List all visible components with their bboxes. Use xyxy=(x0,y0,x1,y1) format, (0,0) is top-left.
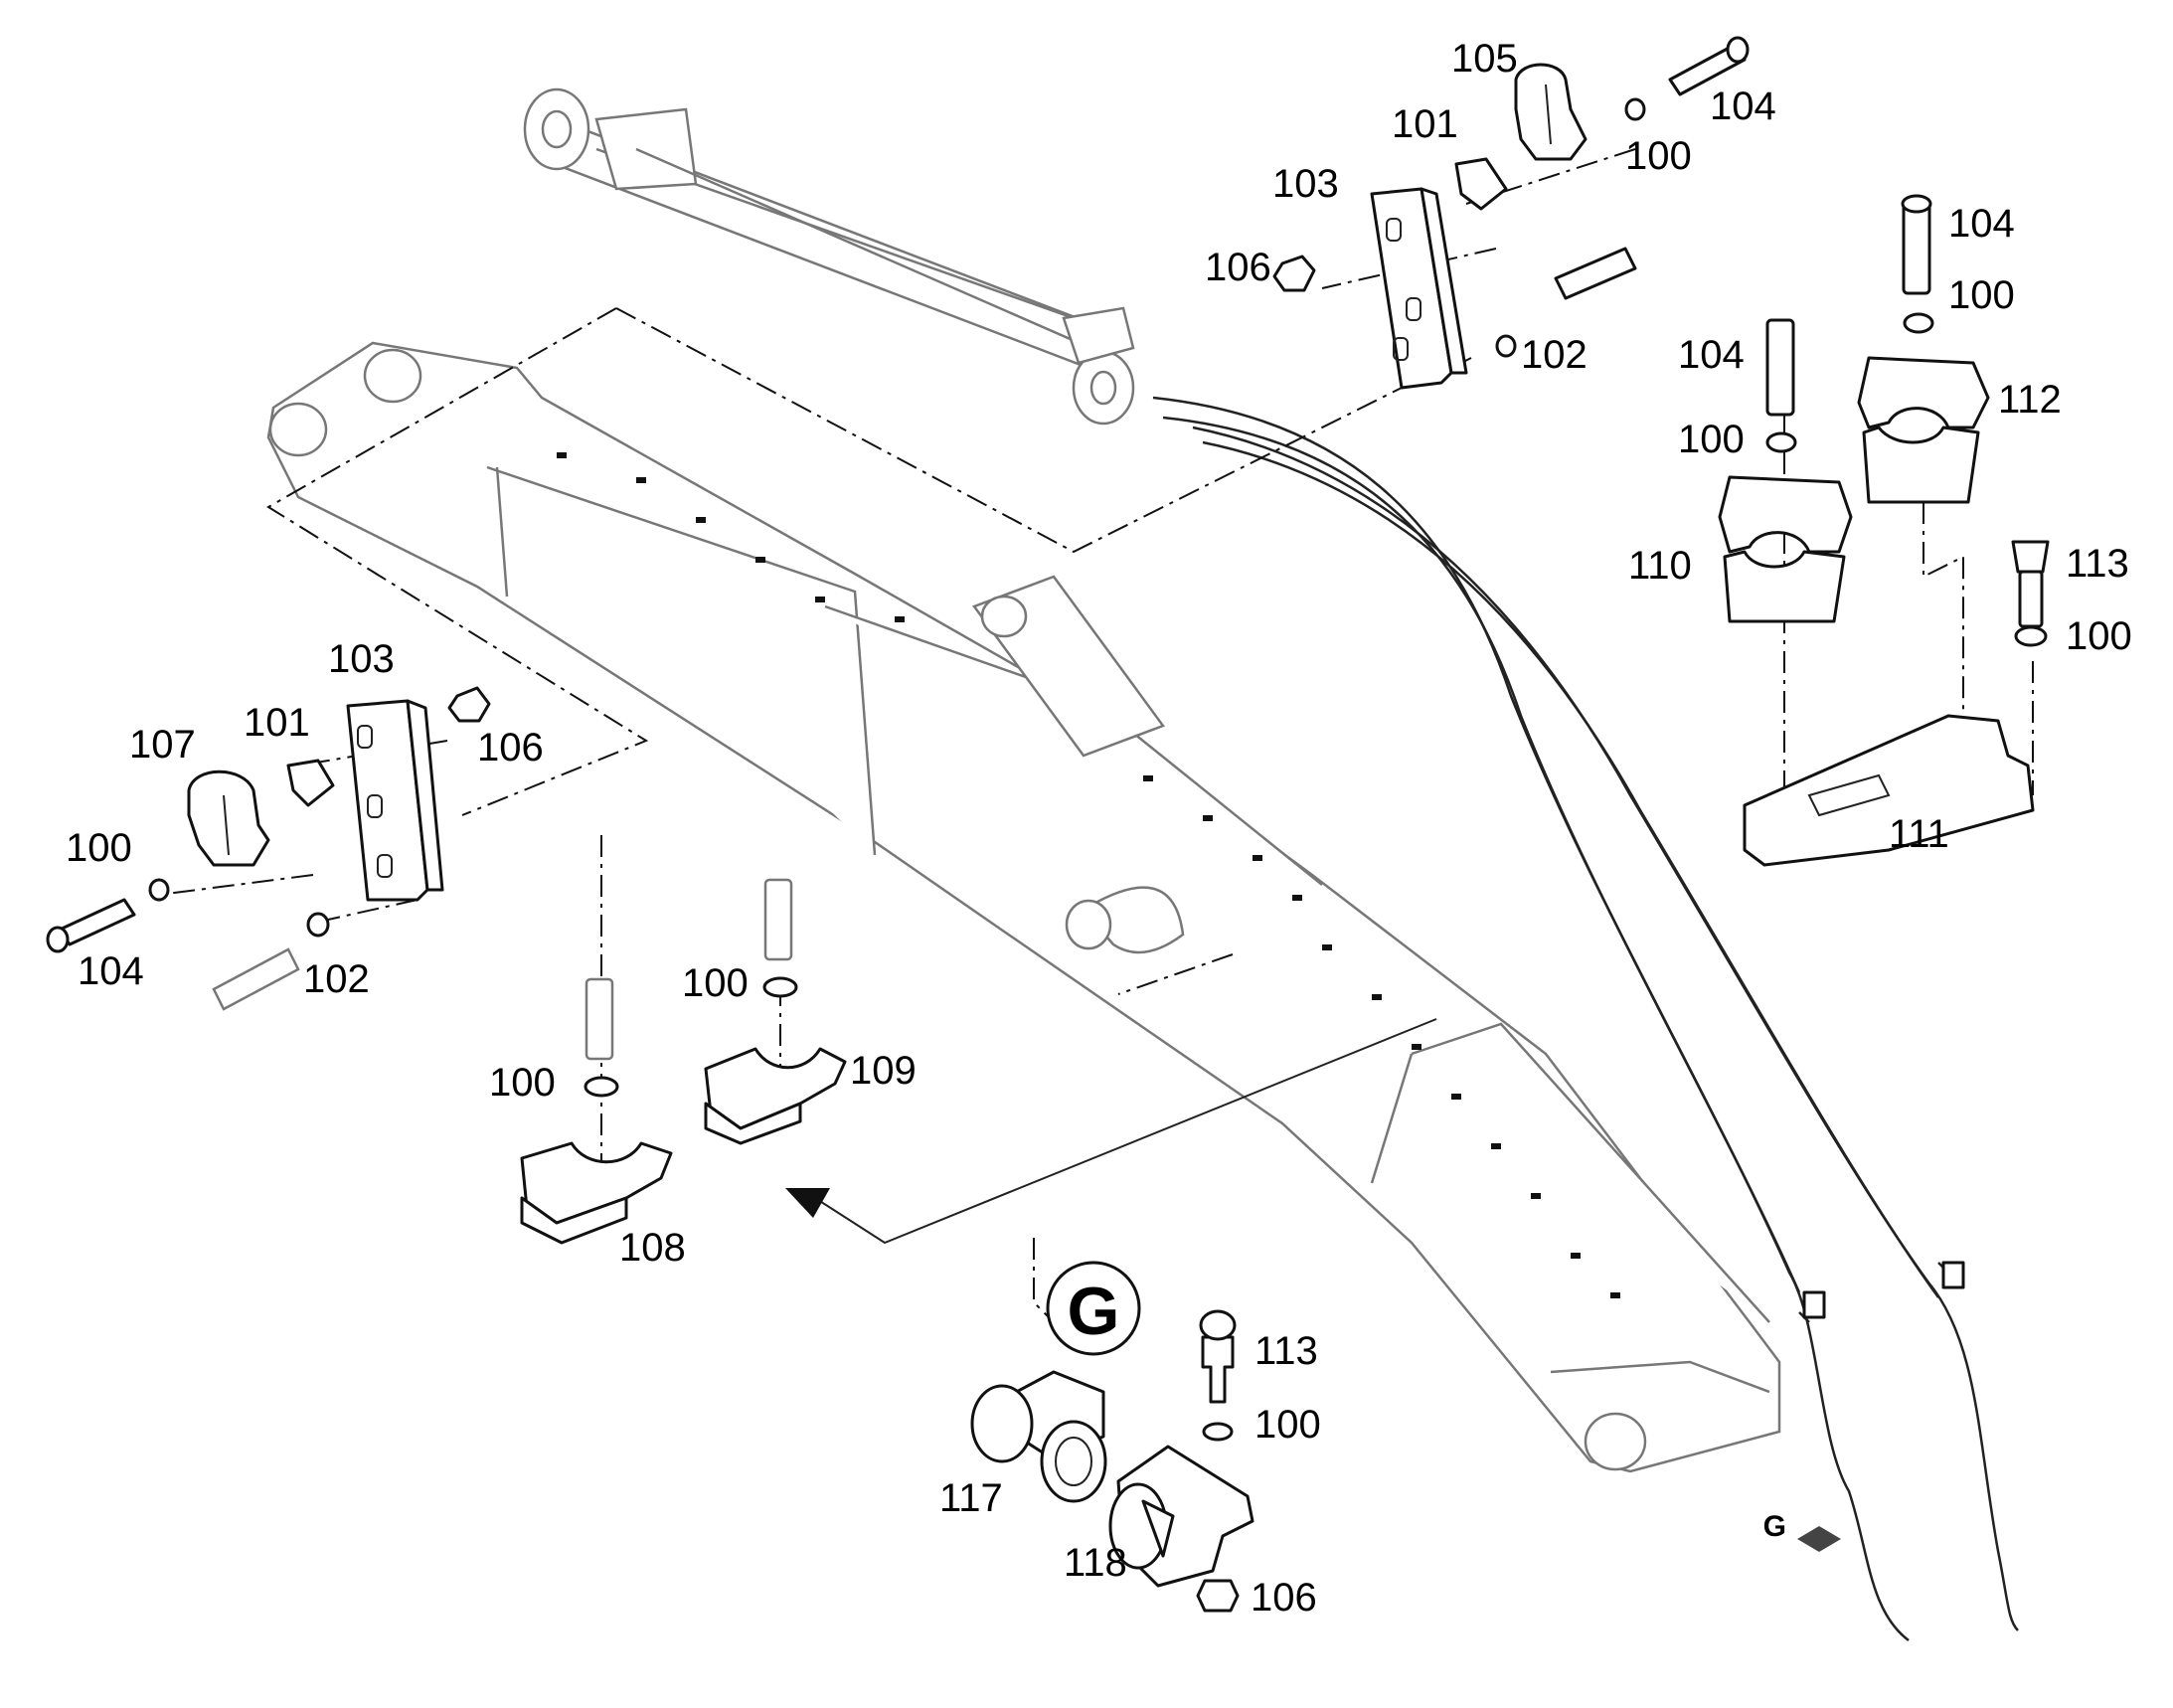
callout-103: 103 xyxy=(1272,162,1339,206)
callout-113: 113 xyxy=(2066,542,2129,586)
callout-100: 100 xyxy=(1948,273,2015,317)
callout-112: 112 xyxy=(1998,378,2062,422)
center-clamps xyxy=(520,878,847,1245)
hydraulic-hoses xyxy=(1152,396,2019,1641)
callout-100: 100 xyxy=(1678,418,1745,461)
detail-g-letter: G xyxy=(1068,1274,1120,1349)
callout-110: 110 xyxy=(1628,544,1692,588)
left-clamp-assembly xyxy=(46,686,491,1011)
callout-104: 104 xyxy=(1948,202,2015,246)
detail-g-flag-letter: G xyxy=(1763,1510,1786,1543)
boom-arm xyxy=(266,341,1781,1473)
detail-g-parts xyxy=(970,1309,1254,1613)
leader-arrow xyxy=(785,1018,1437,1245)
callout-109: 109 xyxy=(850,1049,917,1093)
detail-g-marker: G xyxy=(1046,1261,1141,1356)
callout-101: 101 xyxy=(1392,102,1458,146)
callout-102: 102 xyxy=(303,957,370,1001)
callout-106: 106 xyxy=(477,726,544,769)
callout-100: 100 xyxy=(1254,1403,1321,1447)
upper-clamp-assembly xyxy=(1272,36,1750,390)
right-clamp-assembly xyxy=(1718,194,2050,867)
callout-100: 100 xyxy=(682,961,749,1005)
callout-111: 111 xyxy=(1889,812,1949,856)
callout-103: 103 xyxy=(328,637,395,681)
callout-107: 107 xyxy=(129,723,196,767)
callout-104: 104 xyxy=(1678,333,1745,377)
callout-108: 108 xyxy=(619,1226,686,1270)
callout-113: 113 xyxy=(1254,1329,1318,1373)
callout-100: 100 xyxy=(1625,134,1692,178)
callout-118: 118 xyxy=(1064,1541,1127,1585)
callout-106: 106 xyxy=(1251,1576,1317,1620)
callout-100: 100 xyxy=(2066,614,2132,658)
callout-104: 104 xyxy=(78,949,144,993)
callout-105: 105 xyxy=(1451,37,1518,81)
detail-g-flag: G xyxy=(1763,1510,1841,1552)
callout-labels: 105 104 101 100 103 106 102 104 100 104 … xyxy=(66,37,2132,1620)
callout-100: 100 xyxy=(66,826,132,870)
callout-101: 101 xyxy=(244,701,310,745)
callout-117: 117 xyxy=(939,1476,1003,1520)
hydraulic-cylinder xyxy=(523,87,1135,426)
callout-106: 106 xyxy=(1205,246,1271,289)
callout-102: 102 xyxy=(1521,333,1588,377)
callout-104: 104 xyxy=(1710,85,1776,128)
callout-100: 100 xyxy=(489,1061,556,1105)
